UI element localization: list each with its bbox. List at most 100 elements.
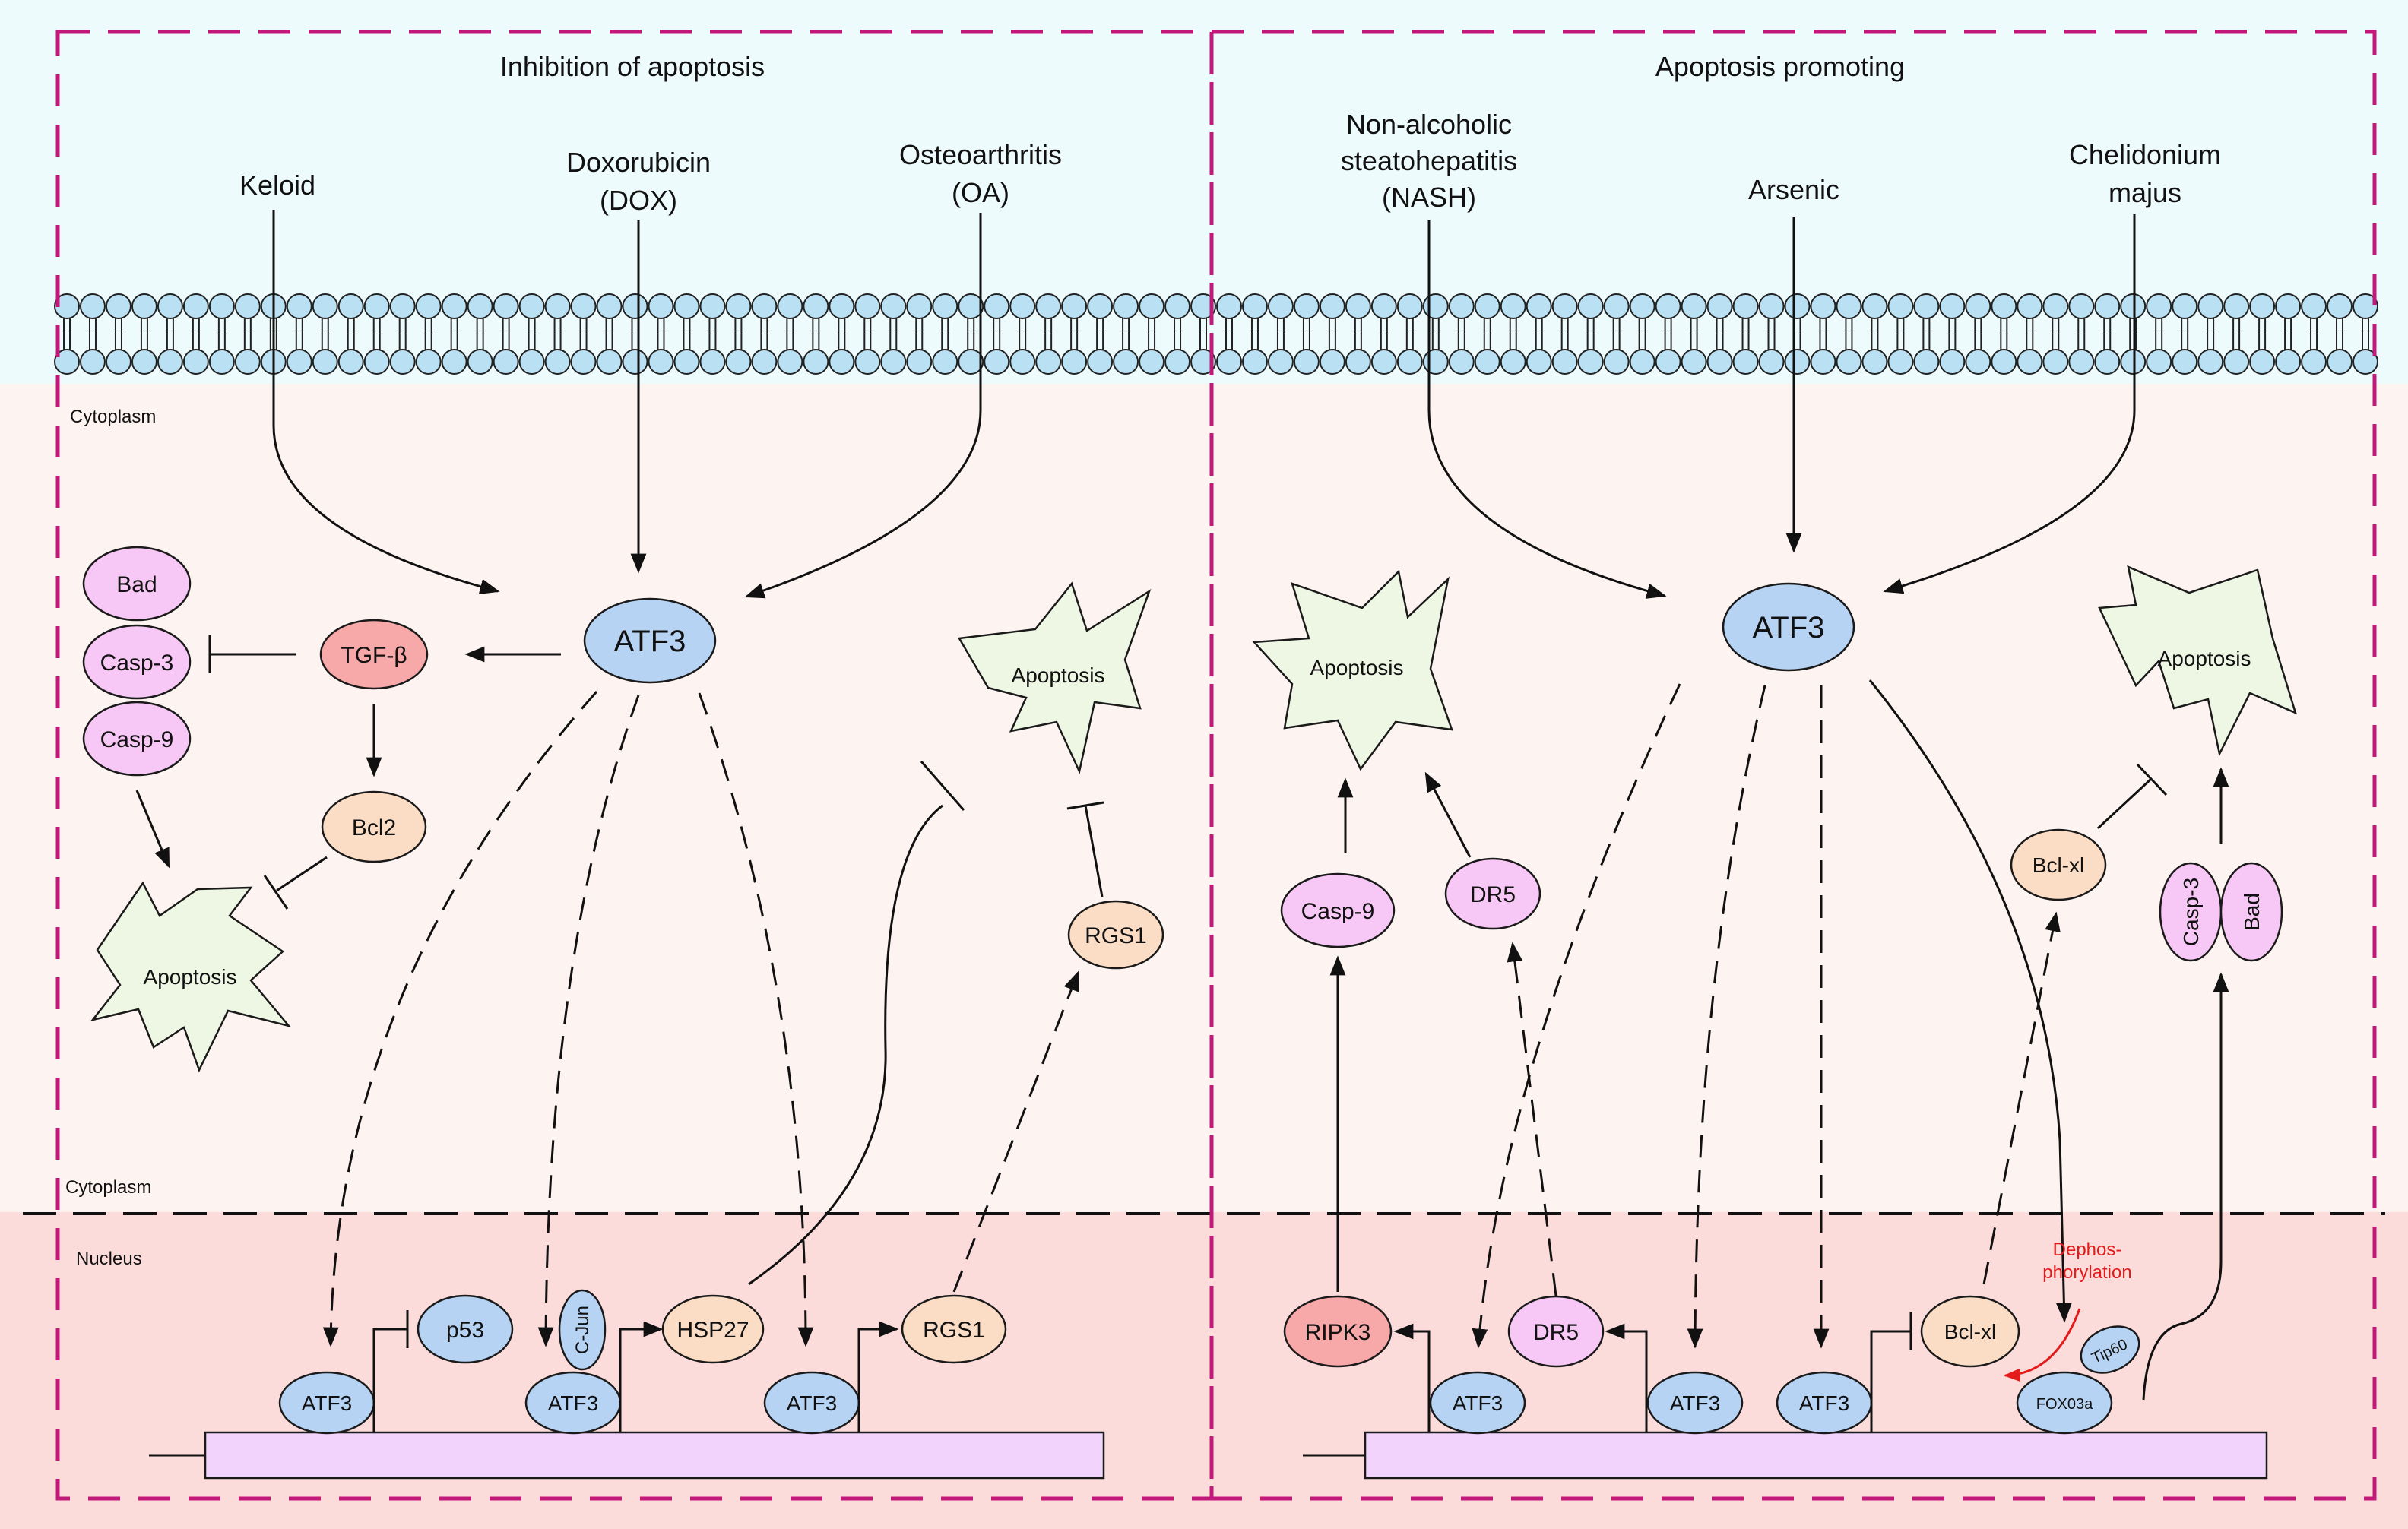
nucleus-region bbox=[0, 1212, 2408, 1529]
arrow-atf3-rgs1 bbox=[857, 1321, 899, 1432]
left-bad bbox=[82, 546, 192, 622]
left-bcl2-label: Bcl2 bbox=[352, 815, 396, 840]
right-apoptosis-a-label: Apoptosis bbox=[1310, 656, 1404, 679]
right-casp9 bbox=[1280, 872, 1396, 948]
left-hsp27 bbox=[661, 1294, 765, 1364]
left-cjun bbox=[558, 1289, 607, 1371]
arrow-nash-atf3 bbox=[1427, 220, 1667, 599]
left-cjun-label: C-Jun bbox=[572, 1306, 593, 1354]
inhibit-bclxl-apoptosis bbox=[2096, 777, 2153, 830]
right-apoptosis-b-label: Apoptosis bbox=[2158, 647, 2251, 670]
left-p53 bbox=[417, 1294, 514, 1364]
dashed-rgs1-nuc-to-cyto bbox=[952, 970, 1079, 1293]
inhibit-atf3-bclxl bbox=[1870, 1330, 1911, 1432]
right-dr5-cyto-label: DR5 bbox=[1470, 882, 1516, 907]
arrow-atf3-ripk3 bbox=[1393, 1323, 1431, 1432]
apoptosis-burst-icon bbox=[957, 581, 1152, 774]
arrow-oa-atf3 bbox=[744, 213, 982, 599]
inhibit-bar-bcl2-apoptosis bbox=[263, 875, 289, 910]
left-rgs1-cyto bbox=[1067, 900, 1164, 970]
right-ripk3 bbox=[1283, 1295, 1393, 1368]
right-tip60 bbox=[2080, 1325, 2140, 1374]
stimulus-oa-line2: (OA) bbox=[952, 177, 1009, 208]
apoptosis-burst-icon bbox=[1252, 569, 1453, 771]
dashed-dr5-nuc-to-cyto bbox=[1507, 942, 1557, 1296]
right-nuc-atf3-2-label: ATF3 bbox=[1670, 1391, 1720, 1415]
left-apoptosis-a-label: Apoptosis bbox=[144, 965, 237, 989]
left-atf3-label: ATF3 bbox=[614, 625, 686, 658]
arrow-casp9-apoptosis bbox=[135, 790, 170, 869]
extracellular-region bbox=[0, 0, 2408, 384]
left-nuc-rgs1 bbox=[901, 1294, 1007, 1364]
left-casp3-label: Casp-3 bbox=[100, 651, 174, 676]
dashed-atf3-to-atf3-ripk3 bbox=[1472, 683, 1681, 1349]
right-bclxl-cyto bbox=[2010, 828, 2107, 901]
apoptosis-burst-icon bbox=[90, 881, 292, 1073]
right-nuc-atf3-2 bbox=[1646, 1371, 1744, 1435]
right-dr5-cyto bbox=[1444, 857, 1541, 930]
apoptosis-burst-icon bbox=[2098, 565, 2297, 757]
cytoplasm-label-top: Cytoplasm bbox=[70, 407, 156, 427]
left-bad-label: Bad bbox=[116, 572, 157, 597]
inhibit-bar-bclxl-apoptosis bbox=[2136, 763, 2168, 796]
right-bclxl-cyto-label: Bcl-xl bbox=[2033, 853, 2084, 877]
right-dna-strand bbox=[1364, 1431, 2268, 1480]
arrow-tip60-casp3bad bbox=[2142, 972, 2229, 1401]
right-foxo3a-label: FOX03a bbox=[2036, 1396, 2093, 1413]
right-nuc-bclxl-label: Bcl-xl bbox=[1944, 1320, 1996, 1344]
dashed-atf3-to-atf3-p53 bbox=[322, 691, 598, 1347]
left-casp9-label: Casp-9 bbox=[100, 727, 174, 752]
stimulus-nash-line1: Non-alcoholic bbox=[1346, 109, 1512, 140]
inhibit-rgs1-apoptosis bbox=[1084, 805, 1104, 897]
left-atf3 bbox=[583, 597, 717, 684]
stimulus-dox-line2: (DOX) bbox=[600, 185, 677, 216]
left-dna-strand bbox=[204, 1431, 1105, 1480]
stimulus-cm-line2: majus bbox=[2109, 177, 2181, 208]
right-nuc-dr5 bbox=[1507, 1295, 1605, 1368]
left-apoptosis-b-label: Apoptosis bbox=[1012, 663, 1105, 687]
arrow-dr5-apoptosis bbox=[1424, 771, 1472, 858]
left-rgs1-cyto-label: RGS1 bbox=[1085, 923, 1147, 948]
left-nuc-atf3-1-label: ATF3 bbox=[302, 1391, 352, 1415]
arrow-atf3-dr5 bbox=[1605, 1323, 1648, 1432]
inhibit-hsp27-apoptosis bbox=[748, 804, 943, 1286]
right-bad bbox=[2219, 862, 2283, 962]
nucleus-label: Nucleus bbox=[76, 1249, 142, 1269]
right-foxo3a bbox=[2016, 1371, 2113, 1435]
right-nuc-bclxl bbox=[1920, 1295, 2020, 1368]
dashed-atf3-to-atf3-cjun bbox=[537, 695, 640, 1347]
arrow-cm-atf3 bbox=[1883, 214, 2136, 594]
dashed-bclxl-nuc-to-cyto bbox=[1982, 911, 2061, 1285]
right-ripk3-label: RIPK3 bbox=[1305, 1320, 1371, 1345]
right-panel-border bbox=[1209, 30, 2377, 1501]
right-atf3-label: ATF3 bbox=[1753, 611, 1825, 644]
right-nuc-atf3-3-label: ATF3 bbox=[1799, 1391, 1849, 1415]
inhibit-atf3-p53 bbox=[372, 1328, 407, 1432]
arrow-atf3-hsp27 bbox=[619, 1321, 664, 1432]
inhibit-bar-rgs1-apoptosis bbox=[1066, 801, 1104, 810]
tgfb bbox=[319, 619, 429, 690]
stimulus-dox-line1: Doxorubicin bbox=[566, 147, 711, 178]
stimulus-cm-line1: Chelidonium bbox=[2069, 139, 2221, 170]
stimulus-arsenic: Arsenic bbox=[1748, 174, 1839, 205]
dashed-atf3-to-atf3-rgs1 bbox=[698, 692, 814, 1347]
left-nuc-rgs1-label: RGS1 bbox=[923, 1318, 985, 1343]
right-atf3 bbox=[1722, 582, 1855, 672]
right-bad-label: Bad bbox=[2240, 893, 2264, 931]
stimulus-nash-line2: steatohepatitis bbox=[1341, 145, 1517, 176]
left-casp3 bbox=[82, 624, 192, 700]
inhibit-bar-hsp27-apoptosis bbox=[920, 761, 965, 811]
right-nuc-dr5-label: DR5 bbox=[1533, 1320, 1579, 1345]
right-casp9-label: Casp-9 bbox=[1301, 899, 1375, 924]
left-p53-label: p53 bbox=[446, 1318, 484, 1343]
arrow-atf3-tip60 bbox=[1868, 679, 2072, 1323]
left-bcl2 bbox=[321, 790, 427, 863]
right-casp3-label: Casp-3 bbox=[2179, 878, 2203, 946]
dephosphorylation-arrow bbox=[2003, 1308, 2081, 1382]
right-panel-title: Apoptosis promoting bbox=[1656, 51, 1905, 82]
inhibit-bcl2-apoptosis bbox=[276, 856, 328, 892]
stimulus-keloid: Keloid bbox=[239, 169, 315, 201]
left-casp9 bbox=[82, 701, 192, 777]
dephos-label-line1: Dephos- bbox=[2053, 1239, 2122, 1260]
